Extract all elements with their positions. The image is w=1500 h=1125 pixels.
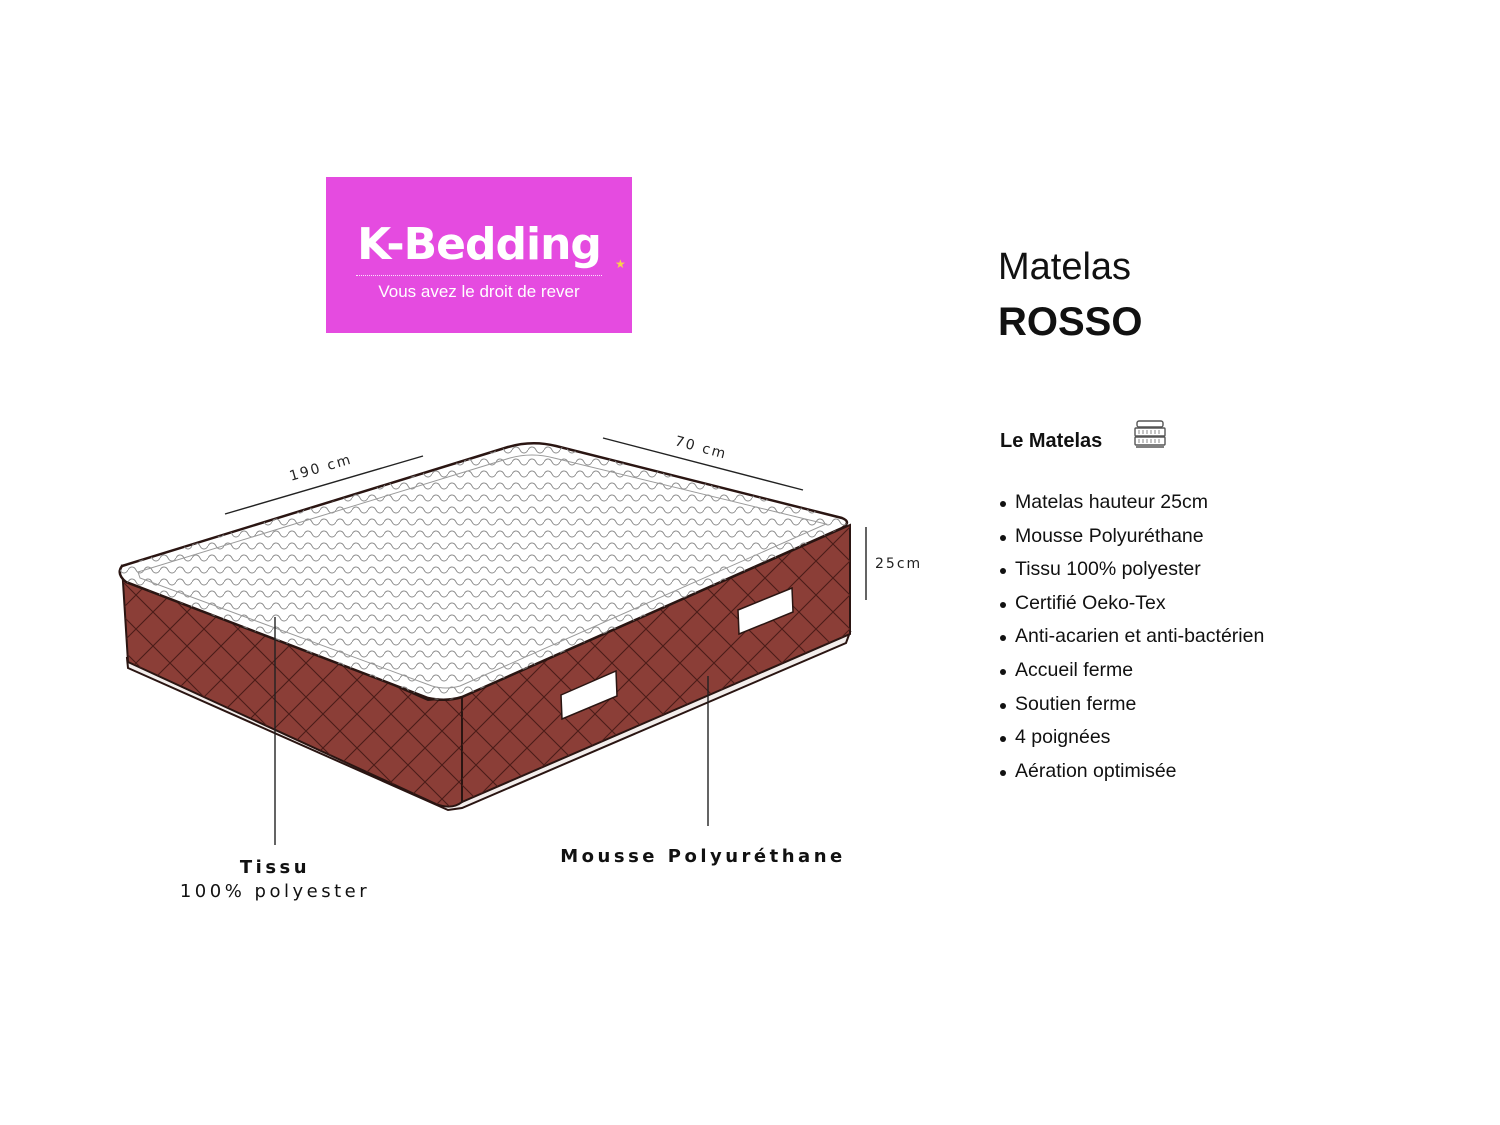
mattress-icon bbox=[1134, 420, 1166, 448]
feature-item: Soutien ferme bbox=[999, 688, 1264, 722]
feature-item: Accueil ferme bbox=[999, 654, 1264, 688]
logo-tagline: Vous avez le droit de rever bbox=[378, 282, 580, 301]
logo-brand-name: K-Bedding bbox=[357, 219, 602, 270]
feature-item: Aération optimisée bbox=[999, 755, 1264, 789]
section-title: Le Matelas bbox=[1000, 430, 1103, 452]
callout-foam: Mousse Polyuréthane bbox=[548, 845, 858, 869]
callout-fabric-title: Tissu bbox=[239, 857, 311, 878]
callout-fabric: Tissu 100% polyester bbox=[150, 856, 400, 904]
dimension-height-label: 25cm bbox=[875, 556, 922, 572]
product-name: ROSSO bbox=[998, 300, 1143, 344]
feature-item: Matelas hauteur 25cm bbox=[999, 486, 1264, 520]
feature-item: Certifié Oeko-Tex bbox=[999, 587, 1264, 621]
handle-front bbox=[560, 669, 618, 721]
product-type: Matelas bbox=[998, 246, 1132, 288]
feature-item: Anti-acarien et anti-bactérien bbox=[999, 620, 1264, 654]
feature-list: Matelas hauteur 25cm Mousse Polyuréthane… bbox=[999, 486, 1264, 789]
dimension-line-length bbox=[224, 455, 424, 515]
feature-item: Tissu 100% polyester bbox=[999, 553, 1264, 587]
feature-item: 4 poignées bbox=[999, 721, 1264, 755]
star-icon: ★ bbox=[615, 257, 626, 271]
feature-item: Mousse Polyuréthane bbox=[999, 520, 1264, 554]
logo-divider bbox=[356, 275, 602, 276]
callout-fabric-detail: 100% polyester bbox=[179, 881, 371, 902]
brand-logo: K-Bedding ★ Vous avez le droit de rever bbox=[326, 177, 632, 333]
callout-foam-title: Mousse Polyuréthane bbox=[560, 846, 846, 867]
dimension-line-width bbox=[602, 437, 804, 491]
handle-side bbox=[737, 586, 794, 636]
